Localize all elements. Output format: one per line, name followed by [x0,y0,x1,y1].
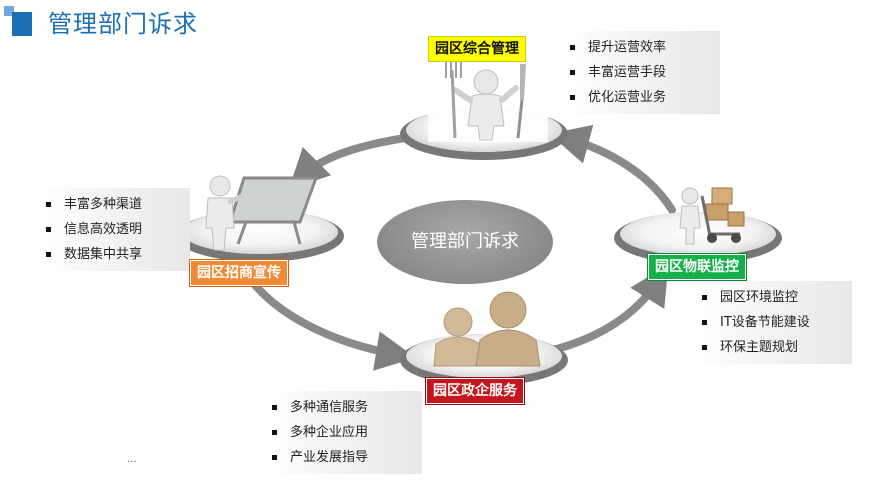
bullet-item: 环保主题规划 [698,335,842,360]
two-people-icon [434,292,540,366]
bullet-item: 数据集中共享 [42,242,180,267]
center-topic: 管理部门诉求 [377,200,553,284]
arrow-left-to-bottom [255,285,400,355]
node-label-right: 园区物联监控 [648,254,746,280]
bullet-item: 园区环境监控 [698,285,842,310]
node-label-top: 园区综合管理 [428,36,526,62]
bullet-item: 提升运营效率 [566,35,710,60]
arrow-bottom-to-right [545,278,660,352]
bullet-item: 丰富多种渠道 [42,192,180,217]
arrow-right-to-top [565,138,672,210]
bullet-item: 多种通信服务 [268,395,412,420]
bullet-item: 产业发展指导 [268,445,412,470]
person-hand-truck-icon [680,188,744,244]
bullet-item: 丰富运营手段 [566,60,710,85]
bullet-list-top: 提升运营效率 丰富运营手段 优化运营业务 [560,31,720,114]
bullet-list-bottom: 多种通信服务 多种企业应用 产业发展指导 [262,391,422,474]
bullet-item: 优化运营业务 [566,85,710,110]
bullet-item: 多种企业应用 [268,420,412,445]
arrow-top-to-left [300,138,405,178]
node-label-left: 园区招商宣传 [190,260,288,286]
person-fork-knife-icon [428,58,548,142]
bullet-list-left: 丰富多种渠道 信息高效透明 数据集中共享 [36,188,190,271]
footer-ellipsis: ... [127,454,137,465]
bullet-item: IT设备节能建设 [698,310,842,335]
node-label-bottom: 园区政企服务 [426,378,524,404]
bullet-list-right: 园区环境监控 IT设备节能建设 环保主题规划 [692,281,852,364]
bullet-item: 信息高效透明 [42,217,180,242]
